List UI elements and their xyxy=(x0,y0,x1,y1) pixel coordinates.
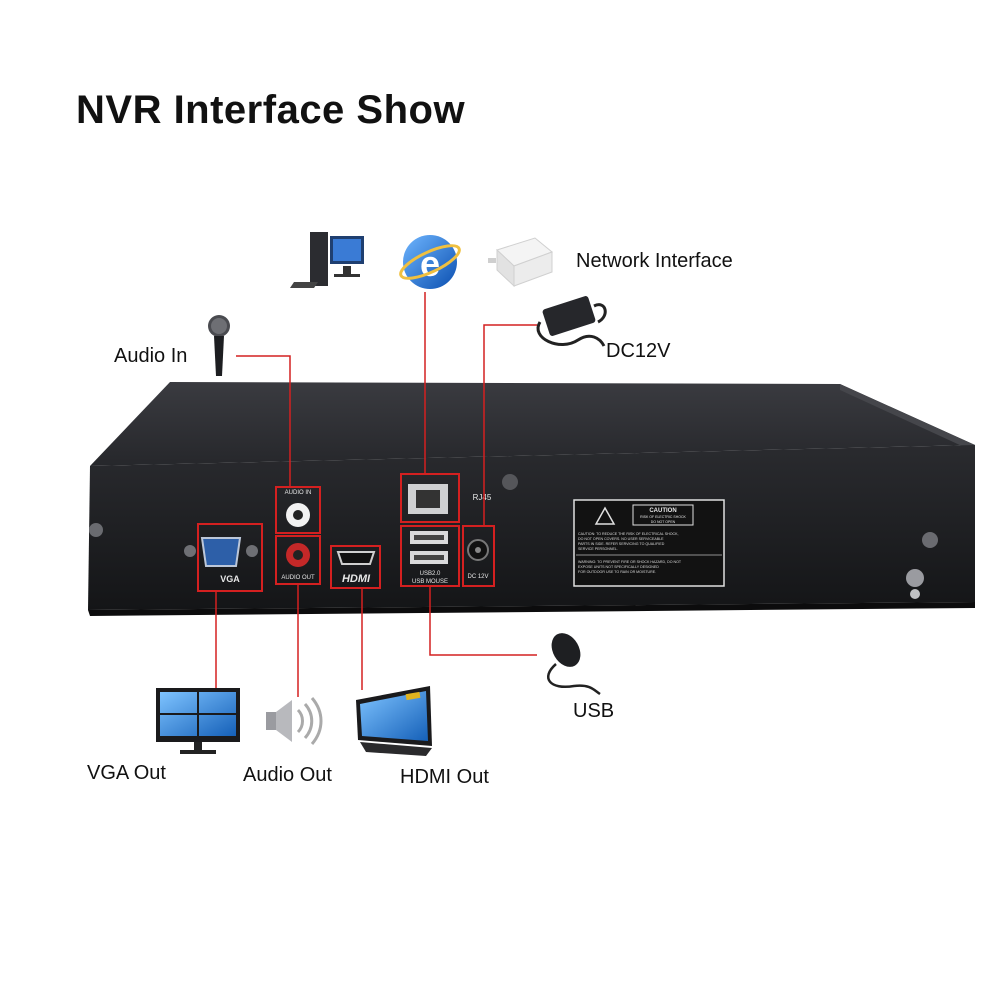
warning-text-line: EXPOSE UNITS NOT SPECIFICALLY DESIGNED xyxy=(578,565,659,569)
audio-in-panel-label: AUDIO IN xyxy=(285,490,312,496)
caution-text-line: SERVICE PERSONNEL. xyxy=(578,547,618,551)
warning-text-line: WARNING: TO PREVENT FIRE OR SHOCK HAZARD… xyxy=(578,560,682,564)
dc-line xyxy=(483,324,537,526)
network-interface-label: Network Interface xyxy=(576,250,733,272)
caution-subline-1: RISK OF ELECTRIC SHOCK xyxy=(640,515,686,519)
caution-subline-2: DO NOT OPEN xyxy=(651,520,676,524)
ground-screw-icon xyxy=(910,589,920,599)
screw-icon xyxy=(922,532,938,548)
dc12v-label: DC12V xyxy=(606,340,671,362)
audio-out-label: Audio Out xyxy=(243,764,332,786)
audio-out-panel-label: AUDIO OUT xyxy=(281,575,315,581)
vga-panel-label: VGA xyxy=(220,574,240,584)
audio-in-label: Audio In xyxy=(114,345,188,367)
screw-icon xyxy=(502,474,518,490)
caution-heading: CAUTION xyxy=(649,508,676,514)
rj45-panel-label: RJ45 xyxy=(473,493,492,502)
usb-label: USB xyxy=(573,700,615,722)
monitor-icon xyxy=(156,688,240,754)
dc-port: DC 12V xyxy=(462,525,495,587)
power-adapter-icon xyxy=(536,296,607,347)
caution-text-line: PARTS IN SIDE. REFER SERVICING TO QUALIF… xyxy=(578,542,665,546)
caution-text-line: DO NOT OPEN COVERS. NO USER SERVICEABLE xyxy=(578,537,664,541)
hdmi-out-label: HDMI Out xyxy=(400,766,489,788)
internet-globe-icon: e xyxy=(399,235,461,289)
usb-panel-label-1: USB2.0 xyxy=(420,571,441,577)
warning-text-line: FOR OUTDOOR USE TO RAIN OR MOISTURE. xyxy=(578,570,656,574)
caution-sticker: CAUTION RISK OF ELECTRIC SHOCK DO NOT OP… xyxy=(573,499,725,587)
usb-panel-label-2: USB MOUSE xyxy=(412,579,448,585)
router-icon xyxy=(488,237,553,288)
rj45-port: RJ45 xyxy=(400,473,492,523)
page-title: NVR Interface Show xyxy=(76,88,466,132)
nvr-top-surface xyxy=(90,382,975,466)
pc-icon xyxy=(290,232,364,288)
usb-line xyxy=(429,586,537,656)
dc-panel-label: DC 12V xyxy=(467,574,488,580)
speaker-icon xyxy=(266,697,323,745)
hdmi-panel-label: HDMI xyxy=(342,573,371,585)
screw-icon xyxy=(246,545,258,557)
screw-icon xyxy=(89,523,103,537)
mouse-icon xyxy=(547,633,601,696)
warning-triangle-icon xyxy=(594,506,616,525)
hdmi-port: HDMI xyxy=(330,545,381,589)
screw-icon xyxy=(184,545,196,557)
tv-icon xyxy=(356,686,432,756)
microphone-icon xyxy=(208,315,230,376)
vga-out-label: VGA Out xyxy=(87,762,166,784)
audio-in-line xyxy=(236,355,291,487)
vga-port: VGA xyxy=(184,523,263,592)
ground-screw-icon xyxy=(906,569,924,587)
caution-text-line: CAUTION: TO REDUCE THE RISK OF ELECTRICA… xyxy=(578,532,679,536)
connector-lines xyxy=(215,292,537,697)
